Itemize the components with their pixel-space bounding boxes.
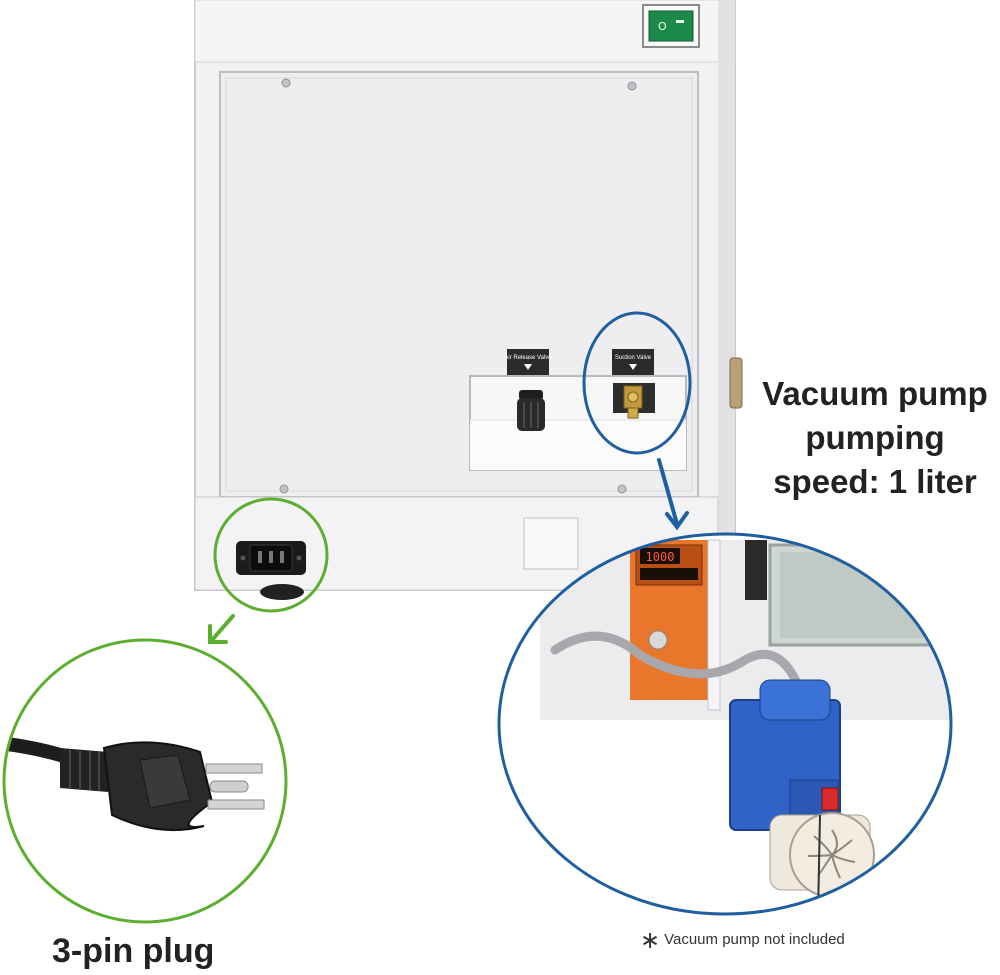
chamber-display-readout: 1000 <box>646 550 675 564</box>
cabinet: O Air Release Valve <box>194 0 743 600</box>
plug-caption: 3-pin plug <box>52 932 215 970</box>
inlet-highlight-circle <box>213 497 329 613</box>
plug-prong <box>207 799 265 810</box>
pump-not-included-note: ∗Vacuum pump not included <box>640 926 845 954</box>
plug-prong <box>205 763 263 774</box>
pump-power-switch <box>821 787 839 811</box>
plug-detail <box>2 638 288 924</box>
air-release-label: Air Release Valve <box>504 355 552 361</box>
svg-text:O: O <box>658 20 667 33</box>
air-release-label-plate <box>507 349 549 375</box>
blue-arrow-icon <box>657 458 689 531</box>
power-switch[interactable]: O <box>642 4 700 48</box>
screw <box>281 78 291 88</box>
vacuum-pump-detail: 1000 <box>497 532 953 916</box>
cabinet-foot <box>260 584 304 600</box>
plug-ground-pin <box>209 780 249 793</box>
side-handle <box>729 357 743 409</box>
air-release-valve[interactable]: Air Release Valve <box>504 349 552 431</box>
screw <box>627 81 637 91</box>
vacuum-pump <box>729 679 875 914</box>
green-arrow-icon <box>208 614 235 644</box>
asterisk-icon: ∗ <box>640 926 661 954</box>
note-text: Vacuum pump not included <box>664 931 845 948</box>
suction-label-plate <box>612 349 654 375</box>
pump-speed-line-3: speed: 1 liter <box>773 463 977 500</box>
screw <box>617 484 627 494</box>
suction-highlight-circle <box>582 311 692 455</box>
screw <box>279 484 289 494</box>
pump-speed-caption: Vacuum pump pumping speed: 1 liter <box>740 372 1000 504</box>
suction-valve[interactable]: Suction Valve <box>612 349 655 419</box>
suction-label: Suction Valve <box>615 355 652 361</box>
pump-speed-line-2: pumping <box>805 419 945 456</box>
ac-power-inlet[interactable] <box>236 541 306 575</box>
pump-speed-line-1: Vacuum pump <box>762 375 988 412</box>
